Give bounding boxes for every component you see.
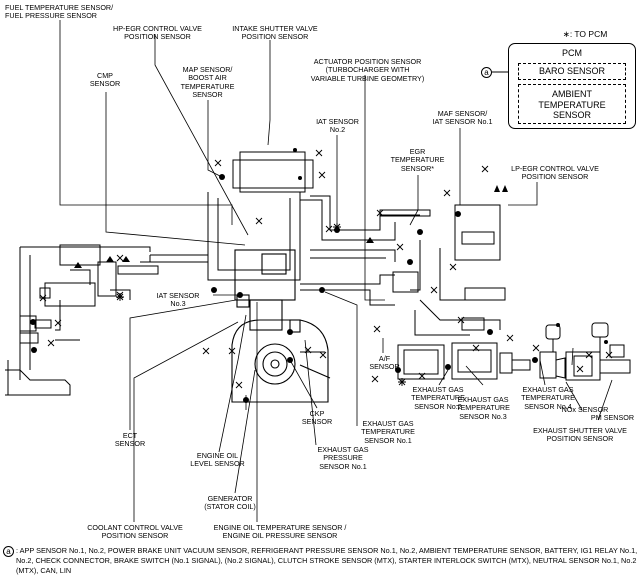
to-pcm-note: ∗: TO PCM	[562, 29, 608, 39]
flow-arrows	[74, 185, 508, 268]
label-egts2: EXHAUST GAS TEMPERATURE SENSOR No.2	[411, 385, 465, 411]
label-iat2: IAT SENSOR No.2	[316, 117, 359, 135]
pcm-marker-circle: a	[481, 67, 492, 78]
label-cmp: CMP SENSOR	[89, 71, 121, 89]
label-lp-egr: LP-EGR CONTROL VALVE POSITION SENSOR	[511, 164, 599, 182]
label-oil-temperature: ENGINE OIL TEMPERATURE SENSOR / ENGINE O…	[213, 523, 347, 541]
label-ect: ECT SENSOR	[114, 431, 146, 449]
label-actuator: ACTUATOR POSITION SENSOR (TURBOCHARGER W…	[310, 57, 425, 83]
footnote-marker: a	[3, 546, 14, 557]
label-egts3: EXHAUST GAS TEMPERATURE SENSOR No.3	[456, 395, 510, 421]
label-intake-shutter: INTAKE SHUTTER VALVE POSITION SENSOR	[232, 24, 318, 42]
footnote-text: : APP SENSOR No.1, No.2, POWER BRAKE UNI…	[16, 546, 638, 575]
label-oil-level: ENGINE OIL LEVEL SENSOR	[190, 451, 245, 469]
label-nox-sensor: NOx SENSOR	[561, 405, 609, 414]
pcm-item-ambient: AMBIENT TEMPERATURE SENSOR	[518, 84, 626, 124]
label-hp-egr: HP-EGR CONTROL VALVE POSITION SENSOR	[113, 24, 202, 42]
label-iat3: IAT SENSOR No.3	[156, 291, 200, 309]
intake-piping	[140, 151, 506, 336]
label-af-sensor: A/F SENSOR	[369, 354, 400, 372]
label-ckp: CKP SENSOR	[301, 409, 333, 427]
label-coolant-valve: COOLANT CONTROL VALVE POSITION SENSOR	[87, 523, 183, 541]
engine-block	[231, 249, 331, 403]
label-egts4: EXHAUST GAS TEMPERATURE SENSOR No.4	[521, 385, 575, 411]
label-map: MAP SENSOR/ BOOST AIR TEMPERATURE SENSOR	[180, 65, 235, 100]
label-generator: GENERATOR (STATOR COIL)	[204, 494, 256, 512]
label-pm-sensor: PM SENSOR	[590, 413, 635, 422]
label-maf: MAF SENSOR/ IAT SENSOR No.1	[432, 109, 493, 127]
pcm-title: PCM	[562, 48, 582, 58]
pcm-item-baro: BARO SENSOR	[518, 63, 626, 80]
label-egts1: EXHAUST GAS TEMPERATURE SENSOR No.1	[361, 419, 415, 445]
label-exhaust-pressure: EXHAUST GAS PRESSURE SENSOR No.1	[317, 445, 369, 471]
fuel-system	[5, 244, 208, 396]
sensor-markers	[30, 148, 608, 403]
exhaust-line	[397, 322, 631, 381]
cross-markers	[39, 149, 613, 389]
asterisk-marks	[116, 223, 406, 386]
pcm-box: PCM BARO SENSOR AMBIENT TEMPERATURE SENS…	[508, 43, 636, 129]
label-egr-temp: EGR TEMPERATURE SENSOR*	[390, 147, 445, 173]
label-fuel-temperature: FUEL TEMPERATURE SENSOR/ FUEL PRESSURE S…	[5, 3, 114, 21]
label-exhaust-shutter: EXHAUST SHUTTER VALVE POSITION SENSOR	[533, 426, 627, 444]
